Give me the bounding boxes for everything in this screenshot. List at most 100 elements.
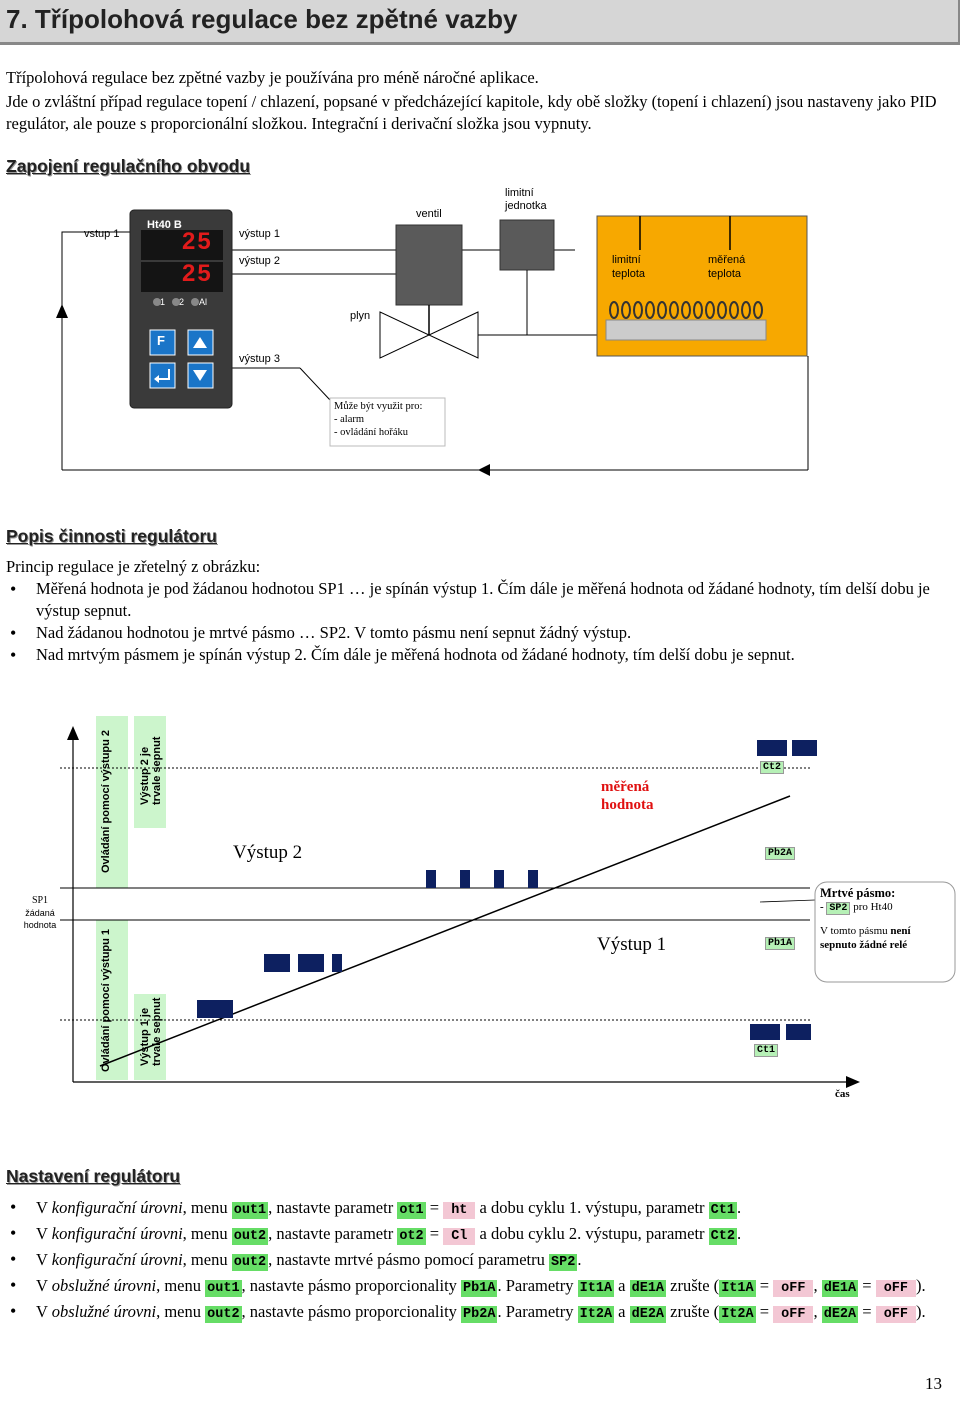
s2-menu: out2 [231,1228,269,1245]
s2-f: a dobu cyklu 2. výstupu, parametr [475,1224,709,1243]
label-input-1: vstup 1 [84,228,120,240]
display-bottom [141,262,223,292]
pulses-output1 [197,954,811,1040]
led-al-label: Al [199,297,208,307]
chapter-title: 7. Třípolohová regulace bez zpětné vazby [6,4,518,34]
output1-region-label: Výstup 1 [597,934,667,955]
band-output1-ctrl [96,920,128,1080]
dead-band-param-line: - SP2 pro Ht40 [820,900,950,916]
settings-bullet-1: V konfigurační úrovni, menu out1, nastav… [6,1196,946,1222]
band-output1-on [134,994,166,1080]
s1-value: ht [443,1202,476,1219]
s2-param: ot2 [397,1228,426,1245]
s5-de: dE2A [629,1306,667,1323]
label-limit-unit-1: limitní [505,187,534,199]
s5-f: a [614,1302,630,1321]
dead-band-note-c: sepnuto žádné relé [820,939,908,951]
s4-e: . Parametry [497,1276,578,1295]
time-axis-label: čas [835,1088,850,1100]
label-output-3: výstup 3 [239,353,280,365]
input-arrow-icon [56,304,68,318]
tag-ct2: Ct2 [760,761,785,774]
s4-de2: dE1A [821,1280,859,1297]
dead-band-for: pro Ht40 [850,901,893,913]
band-label-output1-ctrl: Ovládání pomocí výstupu 1 [100,928,112,1072]
label-measured-temp-2: teplota [708,268,742,280]
wiring-diagram [56,209,809,476]
band-label-output2-on-1: Výstup 2 je [139,746,151,805]
display-bottom-value: 25 [182,260,213,287]
label-limit-unit-2: jednotka [505,200,547,212]
x-axis-arrow-icon [846,1076,860,1088]
input-wire [61,231,130,470]
s1-level: konfigurační úrovni [51,1198,183,1217]
s4-it: It1A [577,1280,615,1297]
s1-e: = [425,1198,444,1217]
s2-a: V [36,1224,52,1243]
chapter-header-bar [0,0,960,45]
label-limit-temp-2: teplota [612,268,646,280]
dead-band-box [814,881,956,983]
s3-a: V [36,1250,52,1269]
s1-f: a dobu cyklu 1. výstupu, parametr [475,1198,709,1217]
s5-g: zrušte ( [666,1302,720,1321]
label-valve: ventil [416,208,442,220]
s3-e: . [577,1250,582,1269]
sp1-label: SP1 žádaná hodnota [22,895,58,931]
s4-off2: oFF [875,1280,916,1297]
measured-value-label: měřená hodnota [601,778,654,814]
s5-param: Pb2A [461,1306,498,1323]
s1-d: , nastavte parametr [268,1198,398,1217]
intro-paragraph: Jde o zvláštní případ regulace topení / … [6,92,937,133]
operation-bullets: Měřená hodnota je pod žádanou hodnotou S… [6,578,946,666]
s2-e: = [425,1224,444,1243]
band-output2-ctrl [96,716,128,888]
note-box [329,397,446,447]
s5-i: , [813,1302,822,1321]
note-text: Může být využit pro: - alarm - ovládání … [334,400,422,439]
feedback-arrow-icon [478,464,490,476]
s2-d: , nastavte parametr [268,1224,398,1243]
s4-k: ). [916,1276,926,1295]
measured-value-line [99,795,791,1067]
s3-d: , nastavte mrtvé pásmo pomocí parametru [268,1250,549,1269]
settings-bullets: V konfigurační úrovni, menu out1, nastav… [6,1196,946,1326]
dead-band-text: Mrtvé pásmo: - SP2 pro Ht40 V tomto pásm… [820,886,950,952]
pulses-output2 [426,740,817,888]
dead-band-note: V tomto pásmu není [820,924,950,938]
band-label-output1-on-1: Výstup 1 je [139,1007,151,1066]
band-label-output1-on-2: trvale sepnut [151,997,163,1066]
s1-menu: out1 [231,1202,269,1219]
dead-band-dash: - [820,901,827,913]
s4-menu: out1 [205,1280,242,1297]
valve-actuator [395,224,463,306]
display-top [141,230,223,260]
s2-c: , menu [182,1224,232,1243]
measured-value-label-1: měřená [601,779,650,795]
s4-de: dE1A [629,1280,667,1297]
s5-level: obslužné úrovni [51,1302,157,1321]
tag-pb1a: Pb1A [765,937,796,950]
s4-d: , nastavte pásmo proporcionality [241,1276,462,1295]
control-graph [60,716,956,1088]
s4-h: = [755,1276,774,1295]
flame-row-icon [609,301,763,319]
band-label-output2-on-2: trvale sepnut [151,736,163,805]
s4-a: V [36,1276,52,1295]
s5-c: , menu [156,1302,206,1321]
s4-param: Pb1A [461,1280,498,1297]
note-line-3: - ovládání hořáku [334,427,409,438]
arrow-down-icon [193,370,207,381]
note-line-2: - alarm [334,414,365,425]
led-1-label: 1 [160,297,166,307]
s5-d: , nastavte pásmo proporcionality [241,1302,462,1321]
s1-g: . [736,1198,742,1217]
settings-bullet-4: V obslužné úrovni, menu out1, nastavte p… [6,1274,946,1300]
s4-f: a [614,1276,630,1295]
led-al-icon [191,298,199,306]
s4-it2: It1A [719,1280,756,1297]
dead-band-title: Mrtvé pásmo: [820,886,896,900]
operation-bullet-2: Nad žádanou hodnotou je mrtvé pásmo … SP… [6,622,946,644]
s5-e: . Parametry [497,1302,578,1321]
